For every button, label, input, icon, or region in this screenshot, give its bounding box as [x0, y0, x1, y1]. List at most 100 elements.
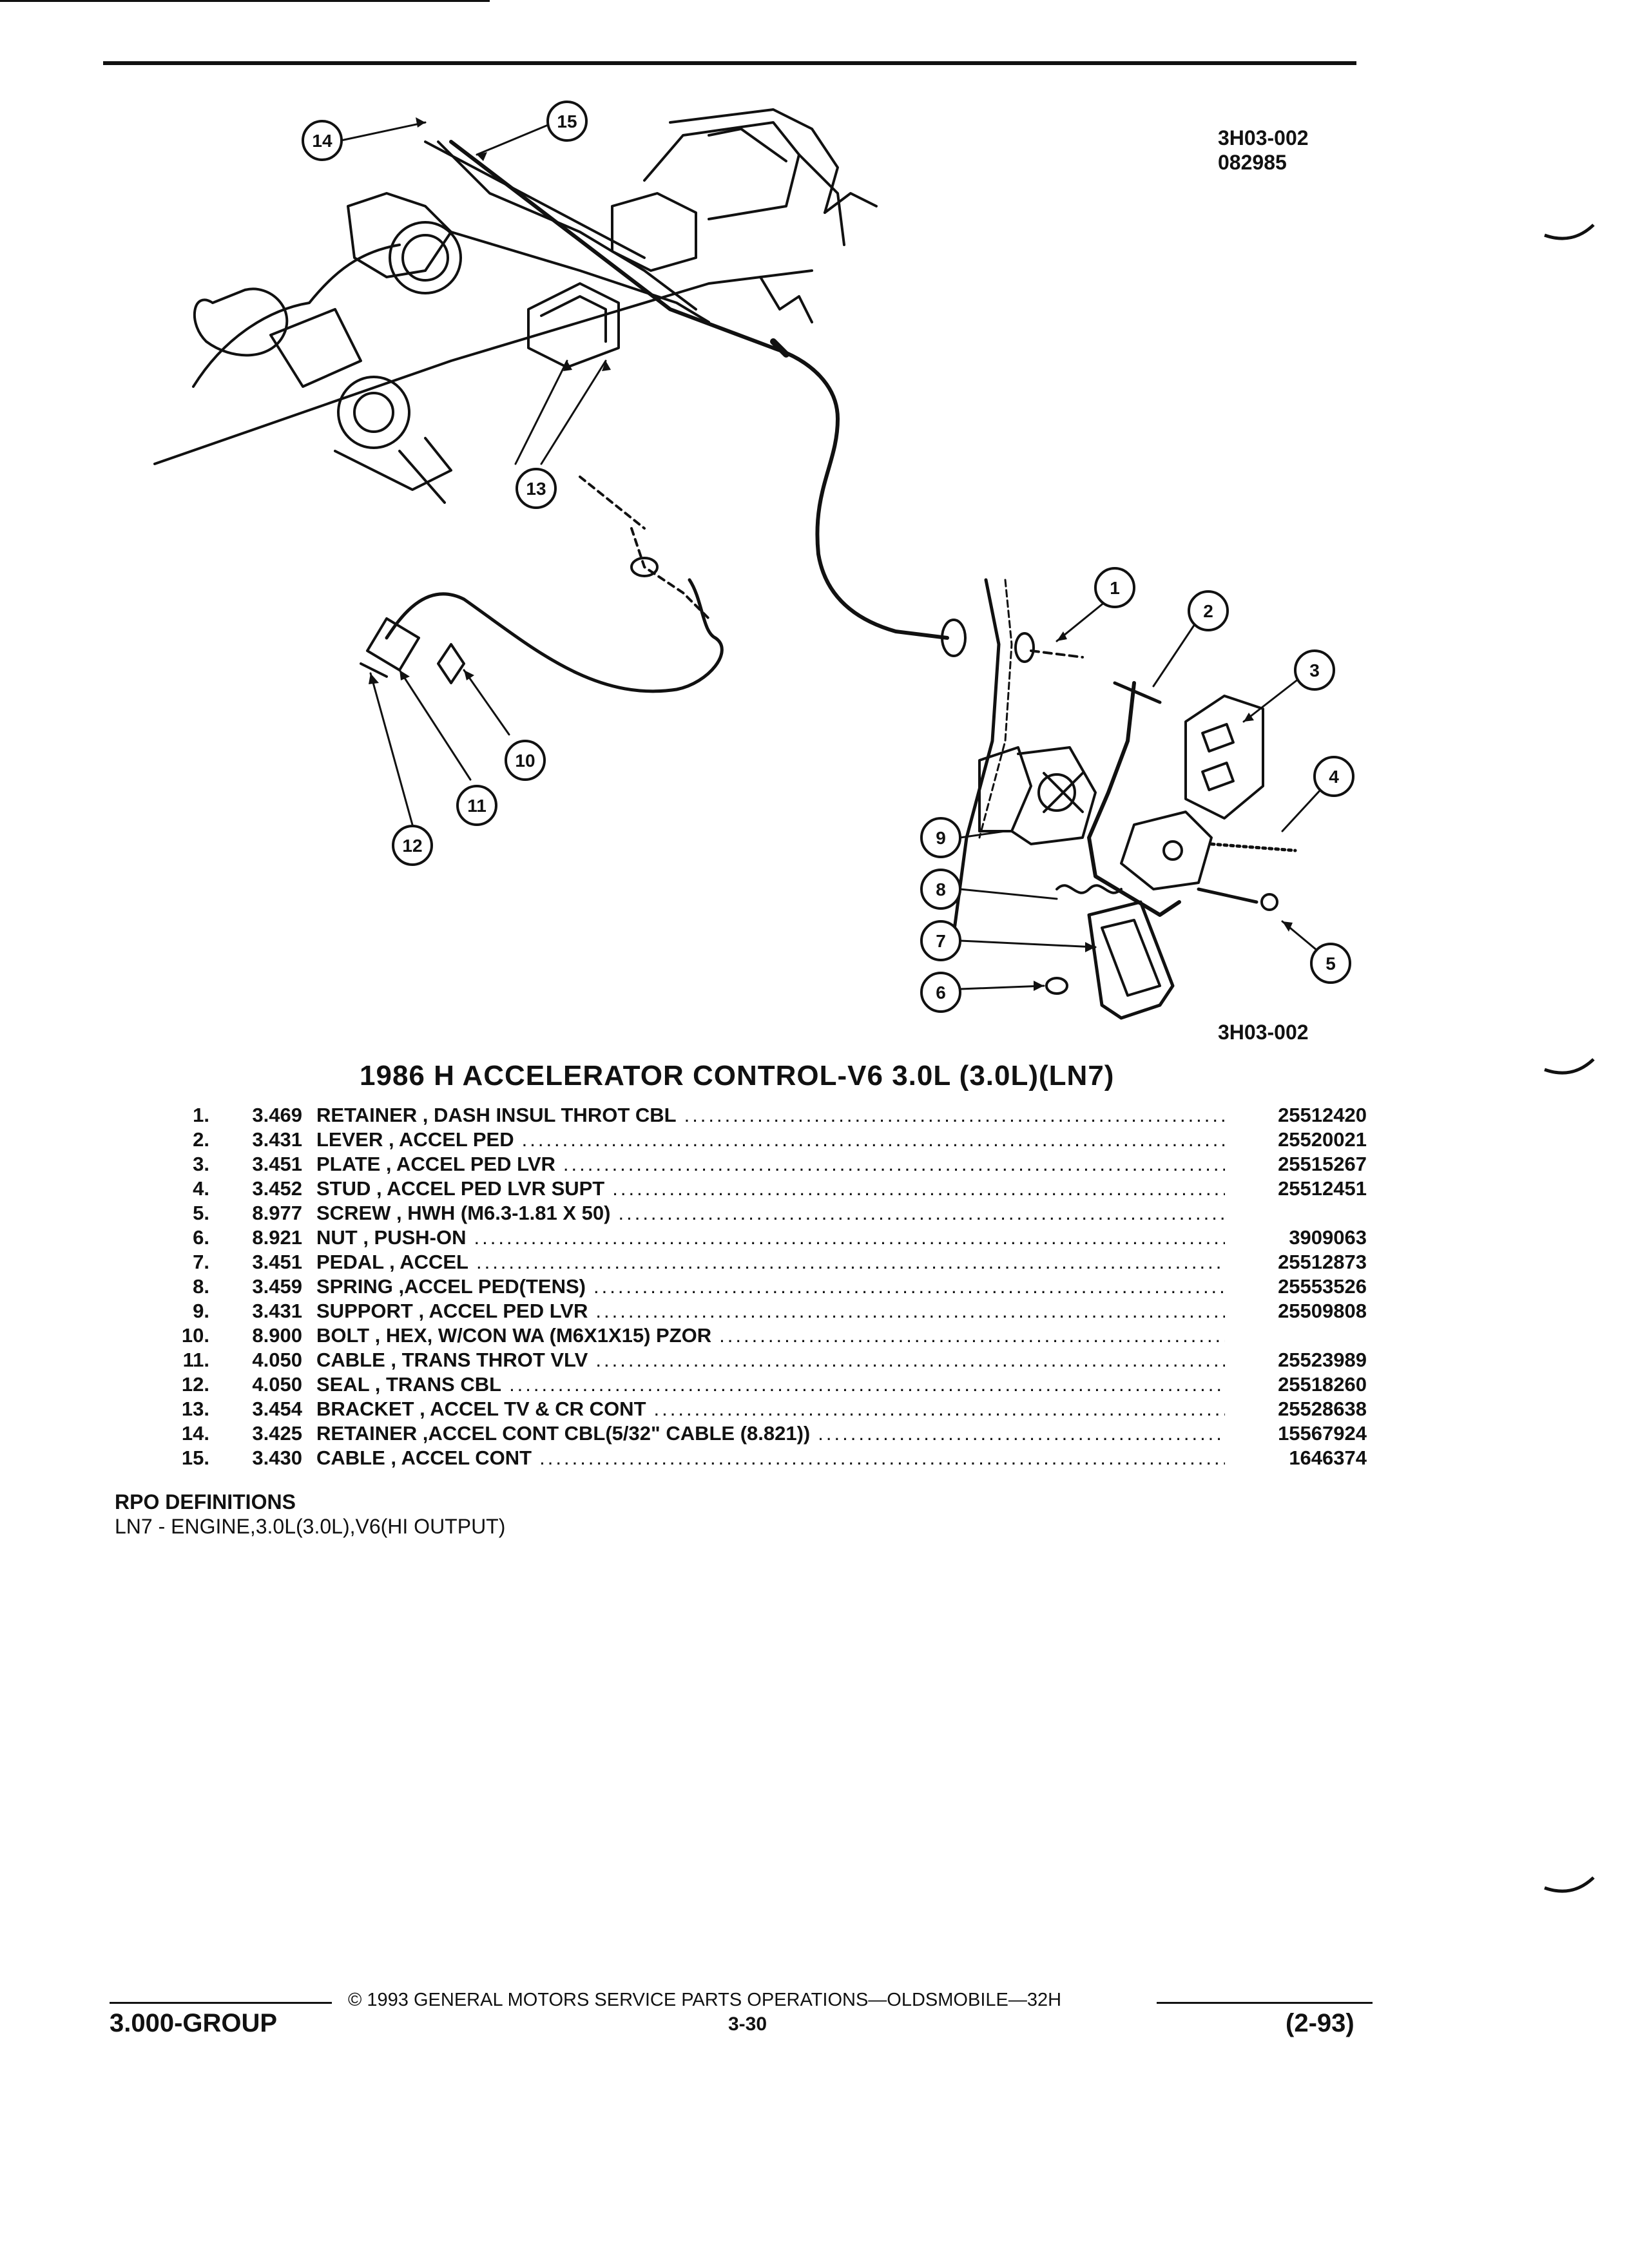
part-code: 8.921 — [252, 1226, 302, 1249]
part-description: SUPPORT , ACCEL PED LVR — [316, 1300, 588, 1322]
part-index: 10. — [181, 1324, 209, 1347]
part-description: BOLT , HEX, W/CON WA (M6X1X15) PZOR — [316, 1324, 712, 1347]
part-description: LEVER , ACCEL PED — [316, 1128, 514, 1151]
callout-9-label: 9 — [936, 828, 946, 848]
footer-copyright: © 1993 GENERAL MOTORS SERVICE PARTS OPER… — [348, 1990, 1062, 2010]
part-description: SEAL , TRANS CBL — [316, 1373, 502, 1396]
part-description-cell: SCREW , HWH (M6.3-1.81 X 50)............… — [316, 1201, 1231, 1225]
binder-mark — [1544, 1058, 1595, 1075]
part-description: RETAINER ,ACCEL CONT CBL(5/32" CABLE (8.… — [316, 1422, 811, 1445]
callout-11-label: 11 — [467, 796, 487, 816]
dot-leader: ........................................… — [684, 1104, 1225, 1126]
part-number: 25515267 — [1278, 1153, 1367, 1175]
part-description: NUT , PUSH-ON — [316, 1226, 467, 1249]
part-code: 3.451 — [252, 1251, 302, 1273]
part-code: 3.451 — [252, 1153, 302, 1175]
part-description-cell: NUT , PUSH-ON...........................… — [316, 1225, 1231, 1250]
part-description-cell: STUD , ACCEL PED LVR SUPT...............… — [316, 1177, 1231, 1201]
part-description: CABLE , TRANS THROT VLV — [316, 1349, 588, 1371]
part-description-cell: SPRING ,ACCEL PED(TENS).................… — [316, 1274, 1231, 1299]
callout-6 — [920, 972, 961, 1013]
accelerator-control-diagram: 14 15 13 1 2 3 4 5 6 7 8 9 10 11 12 — [153, 101, 1354, 1020]
footer-rule-right — [1157, 2002, 1373, 2004]
part-number: 25520021 — [1278, 1128, 1367, 1151]
callout-5 — [1310, 943, 1351, 984]
callout-4 — [1313, 756, 1354, 797]
part-description-cell: LEVER , ACCEL PED.......................… — [316, 1128, 1231, 1152]
part-description: PEDAL , ACCEL — [316, 1251, 468, 1273]
part-number: 25553526 — [1278, 1275, 1367, 1298]
callout-3 — [1294, 649, 1335, 691]
footer-group: 3.000-GROUP — [110, 2009, 278, 2037]
part-index: 3. — [193, 1153, 209, 1175]
callout-14-label: 14 — [312, 131, 333, 151]
dot-leader: ........................................… — [595, 1349, 1225, 1371]
part-code: 3.459 — [252, 1275, 302, 1298]
dot-leader: ........................................… — [476, 1251, 1225, 1273]
part-description-cell: SEAL , TRANS CBL........................… — [316, 1372, 1231, 1397]
dot-leader: ........................................… — [618, 1202, 1225, 1224]
part-index: 5. — [193, 1202, 209, 1224]
part-code: 3.430 — [252, 1446, 302, 1469]
figure-code-bottom: 3H03-002 — [1218, 1021, 1309, 1044]
callout-12 — [392, 825, 433, 866]
callout-6-label: 6 — [936, 983, 946, 1003]
footer-revision: (2-93) — [1286, 2009, 1354, 2037]
callout-8 — [920, 869, 961, 910]
part-index: 12. — [181, 1373, 209, 1396]
callout-4-label: 4 — [1329, 767, 1339, 787]
callout-3-label: 3 — [1309, 660, 1320, 680]
parts-row: 10. 8.900 BOLT , HEX, W/CON WA (M6X1X15) P… — [145, 1323, 1367, 1348]
dot-leader: ........................................… — [539, 1446, 1225, 1469]
dot-leader: ........................................… — [612, 1177, 1225, 1200]
dot-leader: ........................................… — [593, 1275, 1225, 1298]
part-code: 8.900 — [252, 1324, 302, 1347]
part-index: 15. — [181, 1446, 209, 1469]
part-number: 25512420 — [1278, 1104, 1367, 1126]
callout-7 — [920, 920, 961, 961]
part-index: 14. — [181, 1422, 209, 1445]
part-description: RETAINER , DASH INSUL THROT CBL — [316, 1104, 677, 1126]
dot-leader: ........................................… — [474, 1226, 1226, 1249]
part-description-cell: SUPPORT , ACCEL PED LVR.................… — [316, 1299, 1231, 1323]
part-code: 3.454 — [252, 1398, 302, 1420]
part-description-cell: RETAINER , DASH INSUL THROT CBL.........… — [316, 1103, 1231, 1128]
header-rule — [103, 61, 1356, 65]
part-code: 3.452 — [252, 1177, 302, 1200]
rpo-definition: LN7 - ENGINE,3.0L(3.0L),V6(HI OUTPUT) — [115, 1515, 506, 1538]
callout-12-label: 12 — [402, 836, 422, 856]
callout-9 — [920, 817, 961, 858]
part-description: BRACKET , ACCEL TV & CR CONT — [316, 1398, 646, 1420]
section-title: 1986 H ACCELERATOR CONTROL-V6 3.0L (3.0L… — [360, 1060, 1115, 1091]
callout-10-label: 10 — [515, 751, 535, 771]
part-description-cell: BRACKET , ACCEL TV & CR CONT............… — [316, 1397, 1231, 1421]
part-code: 3.469 — [252, 1104, 302, 1126]
part-code: 3.431 — [252, 1128, 302, 1151]
rpo-heading: RPO DEFINITIONS — [115, 1490, 296, 1514]
callout-11 — [456, 785, 497, 826]
callout-7-label: 7 — [936, 931, 946, 951]
part-number — [1231, 1201, 1367, 1225]
dot-leader: ........................................… — [563, 1153, 1225, 1175]
binder-mark — [1544, 1876, 1595, 1893]
footer-page: 3-30 — [728, 2013, 767, 2035]
part-number: 25512873 — [1278, 1251, 1367, 1273]
parts-row: 8. 3.459 SPRING ,ACCEL PED(TENS)..........… — [145, 1274, 1367, 1299]
callout-1-label: 1 — [1110, 578, 1120, 598]
part-number: 3909063 — [1289, 1226, 1367, 1249]
part-code: 8.977 — [252, 1202, 302, 1224]
part-index: 8. — [193, 1275, 209, 1298]
dot-leader: ........................................… — [818, 1422, 1225, 1445]
part-description: SPRING ,ACCEL PED(TENS) — [316, 1275, 586, 1298]
